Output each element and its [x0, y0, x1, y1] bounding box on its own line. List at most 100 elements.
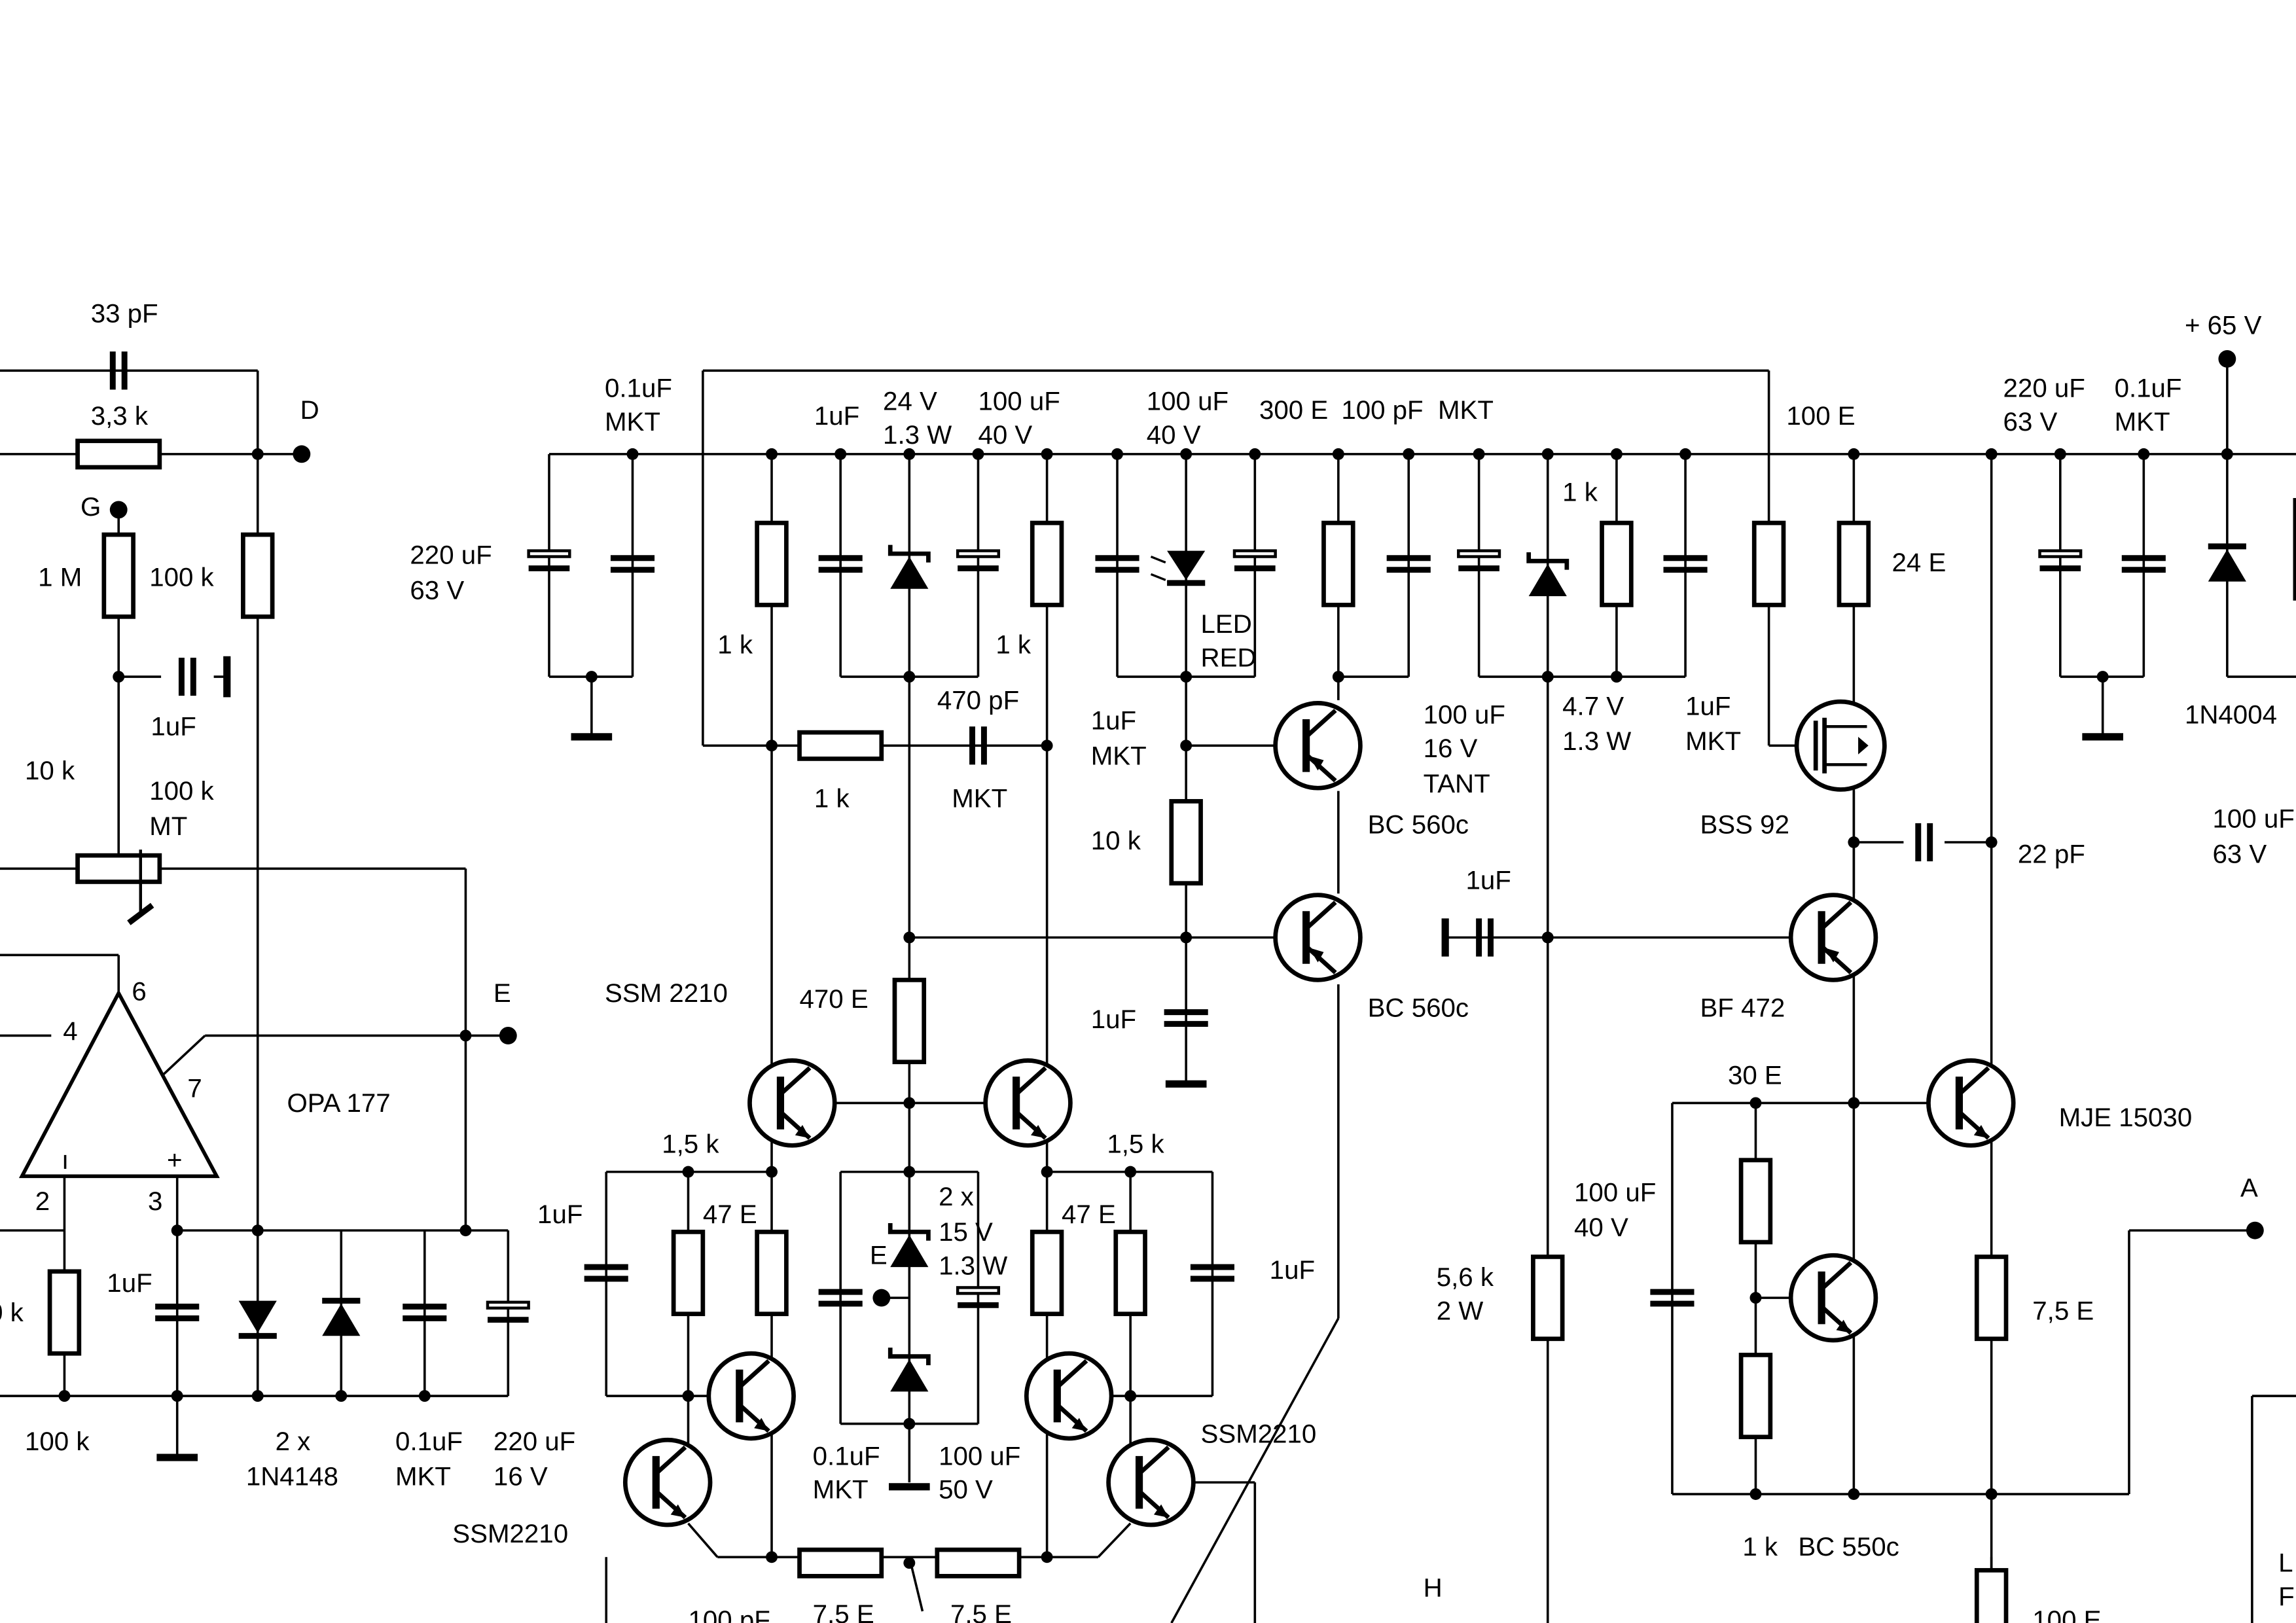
potentiometer-100k [78, 855, 160, 882]
transistor-bf472 [1791, 895, 1876, 980]
opamp-triangle [18, 989, 220, 1179]
label-c100-40-a: 100 uF [1574, 1177, 1656, 1207]
resistor-1m [104, 535, 134, 616]
resistor-7-5e-a [800, 1550, 882, 1576]
label-z2x-c: 1.3 W [939, 1251, 1007, 1280]
label-pot-type: MT [149, 812, 187, 841]
label-c100p-bot: 100 pF [689, 1605, 770, 1623]
resistor-1k5-r [1116, 1232, 1145, 1313]
label-led-b: RED [1201, 643, 1257, 672]
transistor-bc560-2 [1276, 895, 1361, 980]
label-r-c01-b: MKT [2115, 407, 2170, 437]
resistor-100e-bot [1977, 1570, 2006, 1623]
label-r3k3: 3,3 k [91, 401, 149, 431]
resistor-10k-mid [1172, 801, 1201, 883]
supply-pos: + 65 V [2185, 310, 2262, 340]
label-c100-50-b: 50 V [939, 1475, 993, 1505]
label-r-c-a: 220 uF [2003, 374, 2085, 403]
label-r100e: 100 E [1786, 401, 1855, 431]
transistor-ssm2210-bot-r [1109, 1440, 1194, 1525]
label-r10k-m: 10 k [1091, 826, 1141, 855]
labels: D G E A H + 65 V 33 pF 3,3 k 1 M 100 k 1… [0, 298, 2295, 1623]
label-c100-50-a: 100 uF [939, 1441, 1020, 1471]
label-r100k-top: 100 k [149, 562, 214, 592]
label-c1uf-l: 1uF [537, 1200, 583, 1229]
label-m-c01-b: MKT [605, 407, 660, 437]
label-c100-b: 40 V [978, 420, 1032, 450]
node-d: D [300, 395, 319, 425]
label-r75e: 7,5 E [2032, 1296, 2094, 1326]
resistor-1k-h [800, 732, 882, 758]
label-r-c-b: 63 V [2003, 407, 2058, 437]
resistor-30e-b [1741, 1355, 1770, 1436]
resistor-100k-top [243, 535, 272, 616]
label-r47e-l: 47 E [703, 1200, 757, 1229]
zener-15v-a [890, 1223, 928, 1267]
node-e: E [493, 978, 511, 1008]
label-r56k-a: 5,6 k [1437, 1262, 1494, 1292]
label-r300: 300 E [1259, 395, 1328, 425]
label-z2x-b: 15 V [939, 1217, 993, 1247]
label-d1n4148: 1N4148 [246, 1462, 338, 1491]
label-c100-16-c: TANT [1424, 769, 1490, 798]
label-c01-bot-b: MKT [813, 1475, 869, 1505]
label-r1m: 1 M [38, 562, 82, 592]
label-r470e: 470 E [800, 984, 869, 1014]
label-c1uf-bf: 1uF [1465, 866, 1511, 895]
label-op-p7: 7 [187, 1073, 202, 1103]
label-q-ssm-r: SSM2210 [1201, 1419, 1317, 1449]
label-r100e-bot: 100 E [2032, 1605, 2101, 1623]
label-r10k-left: 10 k [25, 756, 75, 785]
transistor-ssm2210-bot-l [625, 1440, 710, 1525]
label-m-c01-a: 0.1uF [605, 374, 672, 403]
transistor-mje15030 [1928, 1061, 2013, 1146]
label-r1k-d: 1 k [1562, 477, 1598, 507]
label-q-ssm-top: SSM 2210 [605, 978, 728, 1008]
label-c470p: 470 pF [937, 685, 1019, 715]
components [18, 351, 2296, 1623]
mosfet-bss92 [1794, 699, 1887, 792]
transistor-bc560-1 [1276, 703, 1361, 788]
resistor-100e [1754, 523, 1784, 605]
resistor-300e [1323, 523, 1353, 605]
label-r100k-bot: 100 k [25, 1427, 90, 1456]
label-c100-16-b: 16 V [1424, 734, 1478, 763]
label-led-c-b: 40 V [1147, 420, 1201, 450]
label-z47-b: 1.3 W [1562, 726, 1631, 756]
resistor-5k6 [1533, 1257, 1562, 1338]
resistor-1k-a [757, 523, 787, 605]
node-h: H [1424, 1573, 1443, 1603]
resistor-3k3 [78, 441, 160, 467]
label-c100-40-b: 40 V [1574, 1213, 1628, 1242]
label-c1uf-mkt2-b: MKT [1685, 726, 1741, 756]
label-q-bc560-1: BC 560c [1368, 810, 1469, 840]
label-c100-a: 100 uF [978, 387, 1060, 416]
label-c470p-t: MKT [952, 783, 1007, 813]
node-a: A [2240, 1173, 2258, 1203]
label-r1k-c: 1 k [814, 783, 850, 813]
diode-1n4148-b [322, 1301, 360, 1336]
label-c1uf-low: 1uF [1091, 1005, 1136, 1034]
resistor-1k-c [1602, 523, 1632, 605]
label-r24e: 24 E [1892, 548, 1946, 577]
transistor-ssm2210-low-l [709, 1353, 794, 1438]
pot-wiper-tip [127, 902, 154, 925]
resistor-7-5e [1977, 1257, 2006, 1338]
resistor-47e-l [757, 1232, 787, 1313]
wires [0, 366, 2296, 1623]
resistor-7-5e-b [937, 1550, 1019, 1576]
resistor-1k5-l [673, 1232, 703, 1313]
label-op-name: OPA 177 [287, 1088, 391, 1118]
label-c1uf-g: 1uF [151, 712, 196, 741]
capacitor-1uf-g [181, 658, 193, 696]
label-c1uf-top: 1uF [814, 401, 859, 431]
label-c33p: 33 pF [91, 298, 158, 328]
label-c220-b: 16 V [493, 1462, 548, 1491]
label-q-bss: BSS 92 [1700, 810, 1789, 840]
resistor-24e [1839, 523, 1869, 605]
label-led-a: LED [1201, 609, 1252, 639]
label-c100p-t: MKT [1438, 395, 1494, 425]
zener-4v7 [1529, 552, 1567, 596]
label-op-p4: 4 [63, 1016, 77, 1046]
